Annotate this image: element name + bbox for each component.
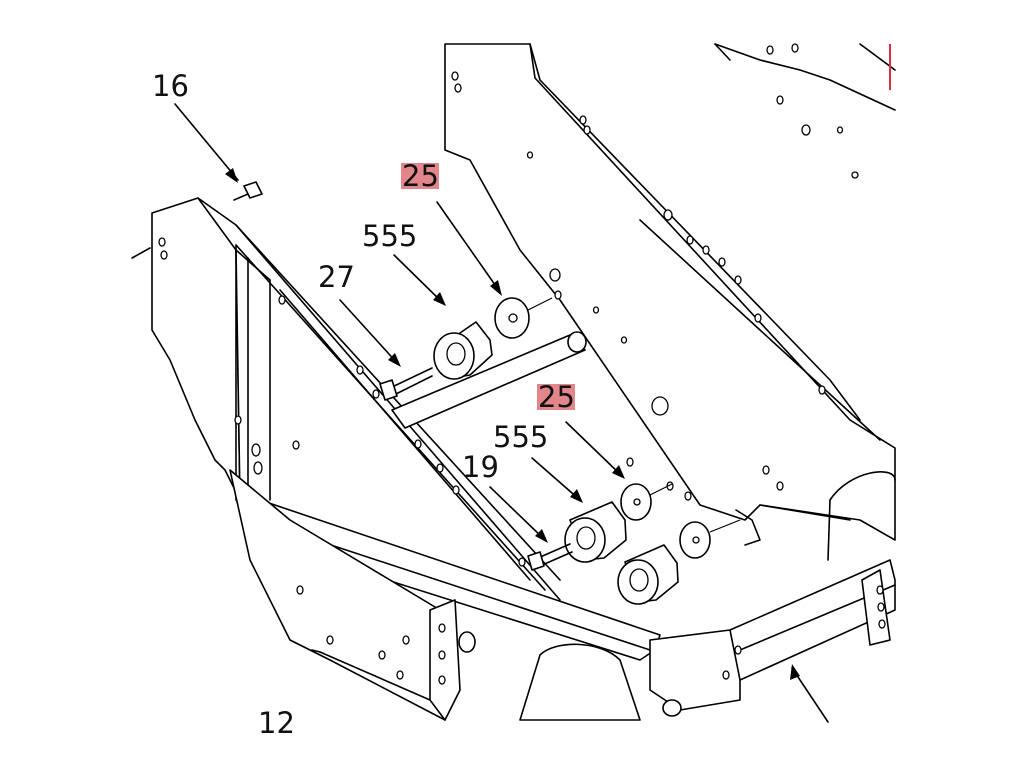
callout-27: 27 [318,260,355,294]
bolt-19 [527,543,573,571]
callout-25-lower: 25 [538,380,575,414]
upper-roller [433,321,493,380]
leader-arrowheads [225,168,800,680]
lower-washer-top [620,483,673,521]
bolt-27 [379,367,433,401]
bottom-beam [229,469,661,721]
bolt-16 [233,181,263,201]
upper-washer [494,297,553,339]
triangular-frame [197,197,561,609]
callout-labels: 16 25 555 27 25 555 19 12 [152,69,575,740]
callout-12: 12 [258,706,295,740]
callout-25-upper: 25 [402,159,439,193]
lower-bracket [311,599,476,721]
lower-roller-front [564,501,627,563]
upper-shaft [391,331,587,429]
callout-25-lower-highlight [537,384,575,410]
right-side-plate [444,43,896,721]
right-cross-beam [649,509,896,717]
lower-roller-rear [617,544,679,605]
callout-16: 16 [152,69,189,103]
callout-555-upper: 555 [362,219,417,253]
callout-25-upper-highlight [401,163,439,189]
left-side-plate [131,197,241,501]
lower-washer-bottom [679,519,741,559]
leader-lines [174,103,829,723]
callout-19: 19 [462,450,499,484]
callout-555-lower: 555 [493,420,548,454]
plate-holes [451,43,859,501]
